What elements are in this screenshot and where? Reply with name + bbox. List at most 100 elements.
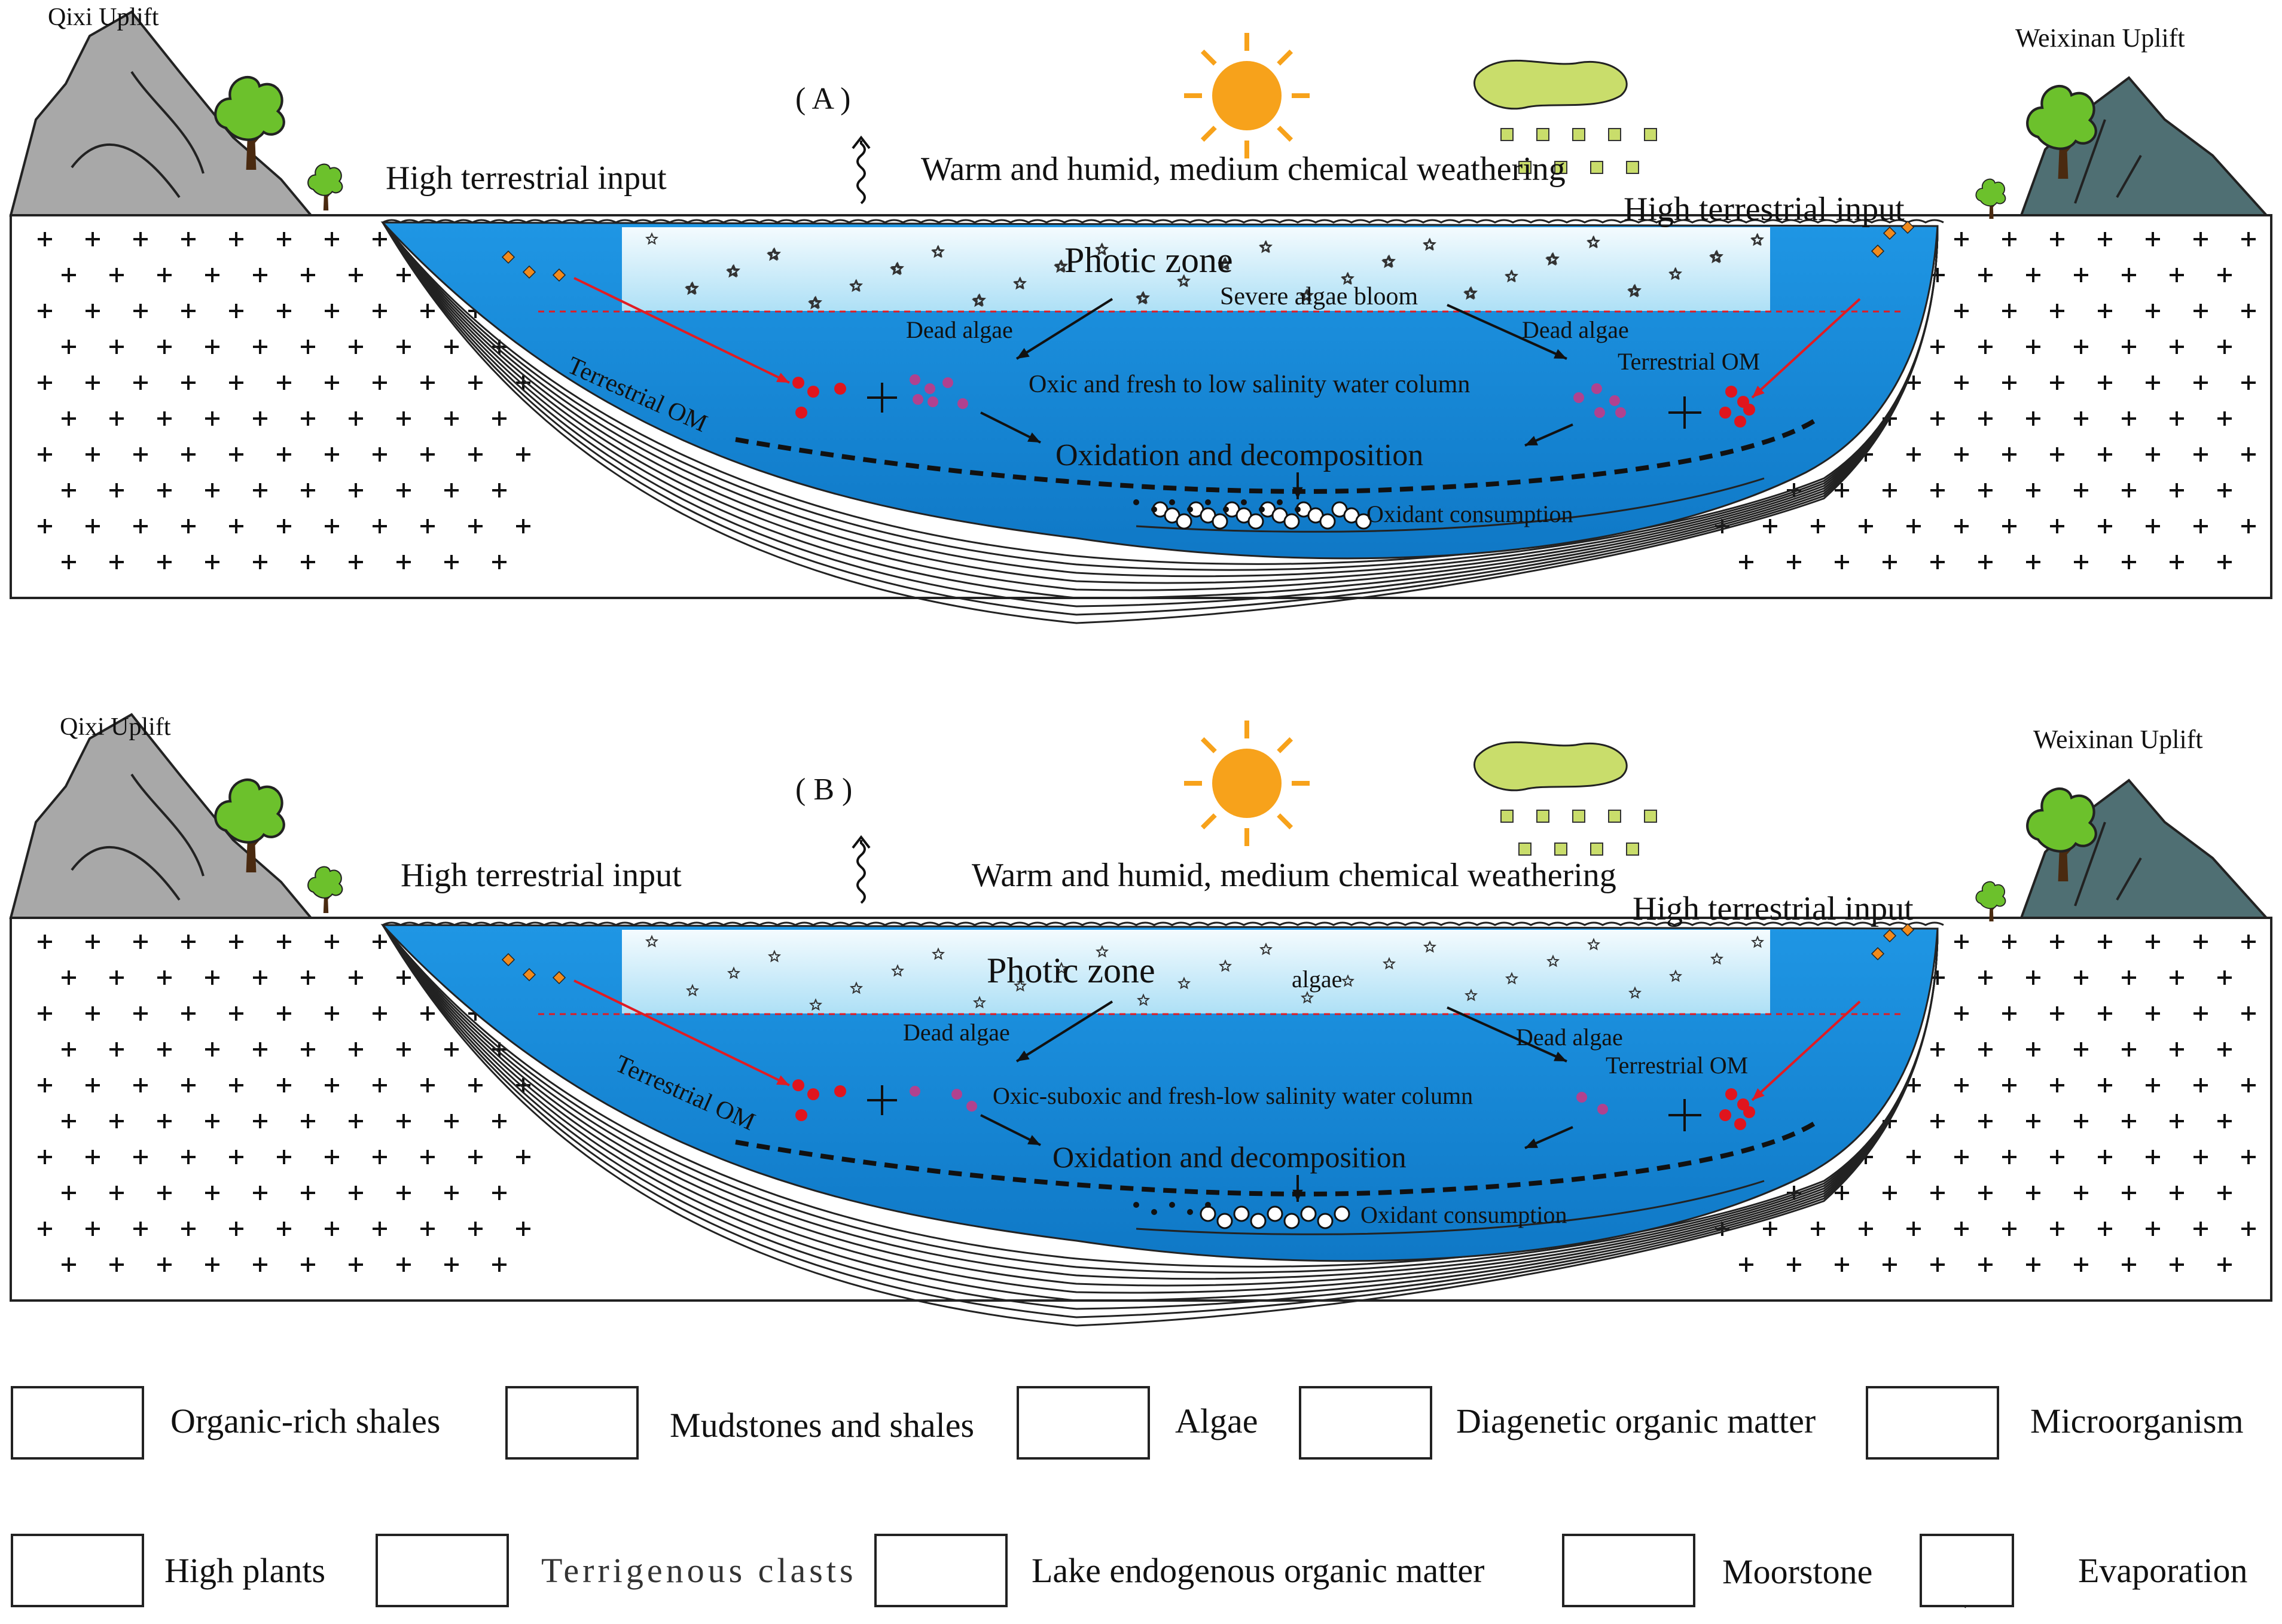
- moorstone-plus: [181, 1222, 196, 1236]
- moorstone-plus: [468, 519, 483, 533]
- moorstone-plus: [516, 1150, 530, 1164]
- moorstone-plus: [1859, 519, 1873, 533]
- moorstone-plus: [2002, 304, 2016, 318]
- moorstone-plus: [62, 970, 76, 985]
- organic-rich-shale: [1136, 477, 1765, 533]
- moorstone-plus: [157, 483, 172, 497]
- microorganism-dot: [1205, 1202, 1211, 1208]
- moorstone-plus: [109, 970, 124, 985]
- terrigenous-clast: [501, 953, 515, 967]
- moorstone-plus: [253, 411, 267, 426]
- climate-label: Warm and humid, medium chemical weatheri…: [972, 857, 1616, 894]
- moorstone-plus: [277, 935, 291, 949]
- moorstone-plus: [2050, 1006, 2064, 1021]
- moorstone-plus: [468, 1150, 483, 1164]
- terrestrial-om-dot: [834, 1085, 846, 1097]
- moorstone-plus: [133, 1078, 148, 1092]
- algae-icon: [1710, 952, 1724, 965]
- algae-icon: [645, 232, 659, 245]
- photic-zone: [622, 930, 1770, 1014]
- terrestrial-input-arrow-right: [1751, 1000, 1861, 1101]
- lake-om-dot: [942, 377, 953, 388]
- lake-om-dot: [966, 1101, 977, 1112]
- moorstone-plus: [2170, 970, 2184, 985]
- photic-zone-label: Photic zone: [1064, 240, 1233, 280]
- moorstone-plus: [2074, 1257, 2088, 1272]
- moorstone-plus: [1787, 1257, 1801, 1272]
- algae-icon: [1176, 274, 1191, 288]
- moorstone-plus: [468, 1222, 483, 1236]
- sediment-layer: [382, 222, 1939, 624]
- moorstone-plus: [2146, 1222, 2160, 1236]
- moorstone-plus: [2074, 970, 2088, 985]
- algae-icon: [971, 294, 986, 307]
- moorstone-plus: [277, 376, 291, 390]
- microorganism-dot: [1259, 506, 1265, 512]
- moorstone-plus: [62, 1042, 76, 1057]
- moorstone-plus: [62, 268, 76, 282]
- algae-icon: [1259, 942, 1273, 956]
- microorganism-dot: [1151, 1209, 1157, 1215]
- moorstone-plus: [2074, 268, 2088, 282]
- lake-om-dot: [928, 396, 938, 407]
- rain-drop: [1500, 128, 1514, 141]
- legend-moorstone-swatch: [1562, 1534, 1695, 1607]
- legend-terrigenous-clasts-swatch: [376, 1534, 509, 1607]
- moorstone-plus: [2098, 519, 2112, 533]
- moorstone-plus: [2026, 268, 2040, 282]
- moorstone-plus: [1978, 1257, 1993, 1272]
- moorstone-plus: [2002, 232, 2016, 246]
- rain-drop: [1572, 128, 1585, 141]
- moorstone-plus: [1930, 1257, 1945, 1272]
- moorstone-plus: [396, 1186, 411, 1200]
- diagenetic-om-circle: [1216, 1213, 1233, 1229]
- terrestrial-om-dot: [1743, 1106, 1755, 1118]
- algae-icon: [849, 981, 864, 994]
- moorstone-plus: [1954, 519, 1969, 533]
- terrigenous-clast: [1871, 947, 1885, 961]
- moorstone-plus: [516, 1222, 530, 1236]
- moorstone-plus: [1835, 1257, 1849, 1272]
- moorstone-plus: [2026, 1042, 2040, 1057]
- moorstone-plus: [492, 411, 507, 426]
- terrigenous-clast: [552, 268, 566, 282]
- moorstone-plus: [2217, 1257, 2232, 1272]
- moorstone-plus: [38, 232, 52, 246]
- diagenetic-om-circle: [1200, 1205, 1216, 1222]
- moorstone-plus: [2170, 1257, 2184, 1272]
- plus-symbol: [1668, 1099, 1701, 1131]
- moorstone-plus: [349, 411, 363, 426]
- moorstone-plus: [2002, 1150, 2016, 1164]
- moorstone-plus: [2050, 304, 2064, 318]
- moorstone-plus: [420, 376, 435, 390]
- terrigenous-clast: [1883, 226, 1897, 240]
- moorstone-plus: [2170, 555, 2184, 569]
- moorstone-plus: [1954, 304, 1969, 318]
- oxidation-arrow-right-head: [1525, 436, 1538, 445]
- algae-icon: [1422, 238, 1436, 251]
- moorstone-plus: [301, 340, 315, 354]
- moorstone-plus: [109, 340, 124, 354]
- moorstone-plus: [1906, 1078, 1921, 1092]
- terrestrial-om-dot: [1719, 1109, 1731, 1121]
- moorstone-plus: [157, 555, 172, 569]
- moorstone-plus: [420, 1150, 435, 1164]
- moorstone-plus: [2050, 1222, 2064, 1236]
- moorstone-plus: [2050, 519, 2064, 533]
- plus-symbol: [867, 383, 897, 413]
- terrestrial-om-dot: [1734, 416, 1746, 428]
- moorstone-plus: [133, 304, 148, 318]
- diagenetic-om-circle: [1300, 1205, 1317, 1222]
- moorstone-plus: [373, 304, 387, 318]
- moorstone-plus: [157, 1257, 172, 1272]
- moorstone-plus: [1930, 1042, 1945, 1057]
- legend-high-plants-swatch: [11, 1534, 144, 1607]
- legend-algae-label: Algae: [1175, 1402, 1258, 1440]
- moorstone-plus: [468, 376, 483, 390]
- moorstone-plus: [109, 1042, 124, 1057]
- microorganism-dot: [1187, 1209, 1193, 1215]
- moorstone-plus: [1739, 1257, 1753, 1272]
- moorstone-plus: [229, 1006, 243, 1021]
- moorstone-plus: [2241, 376, 2256, 390]
